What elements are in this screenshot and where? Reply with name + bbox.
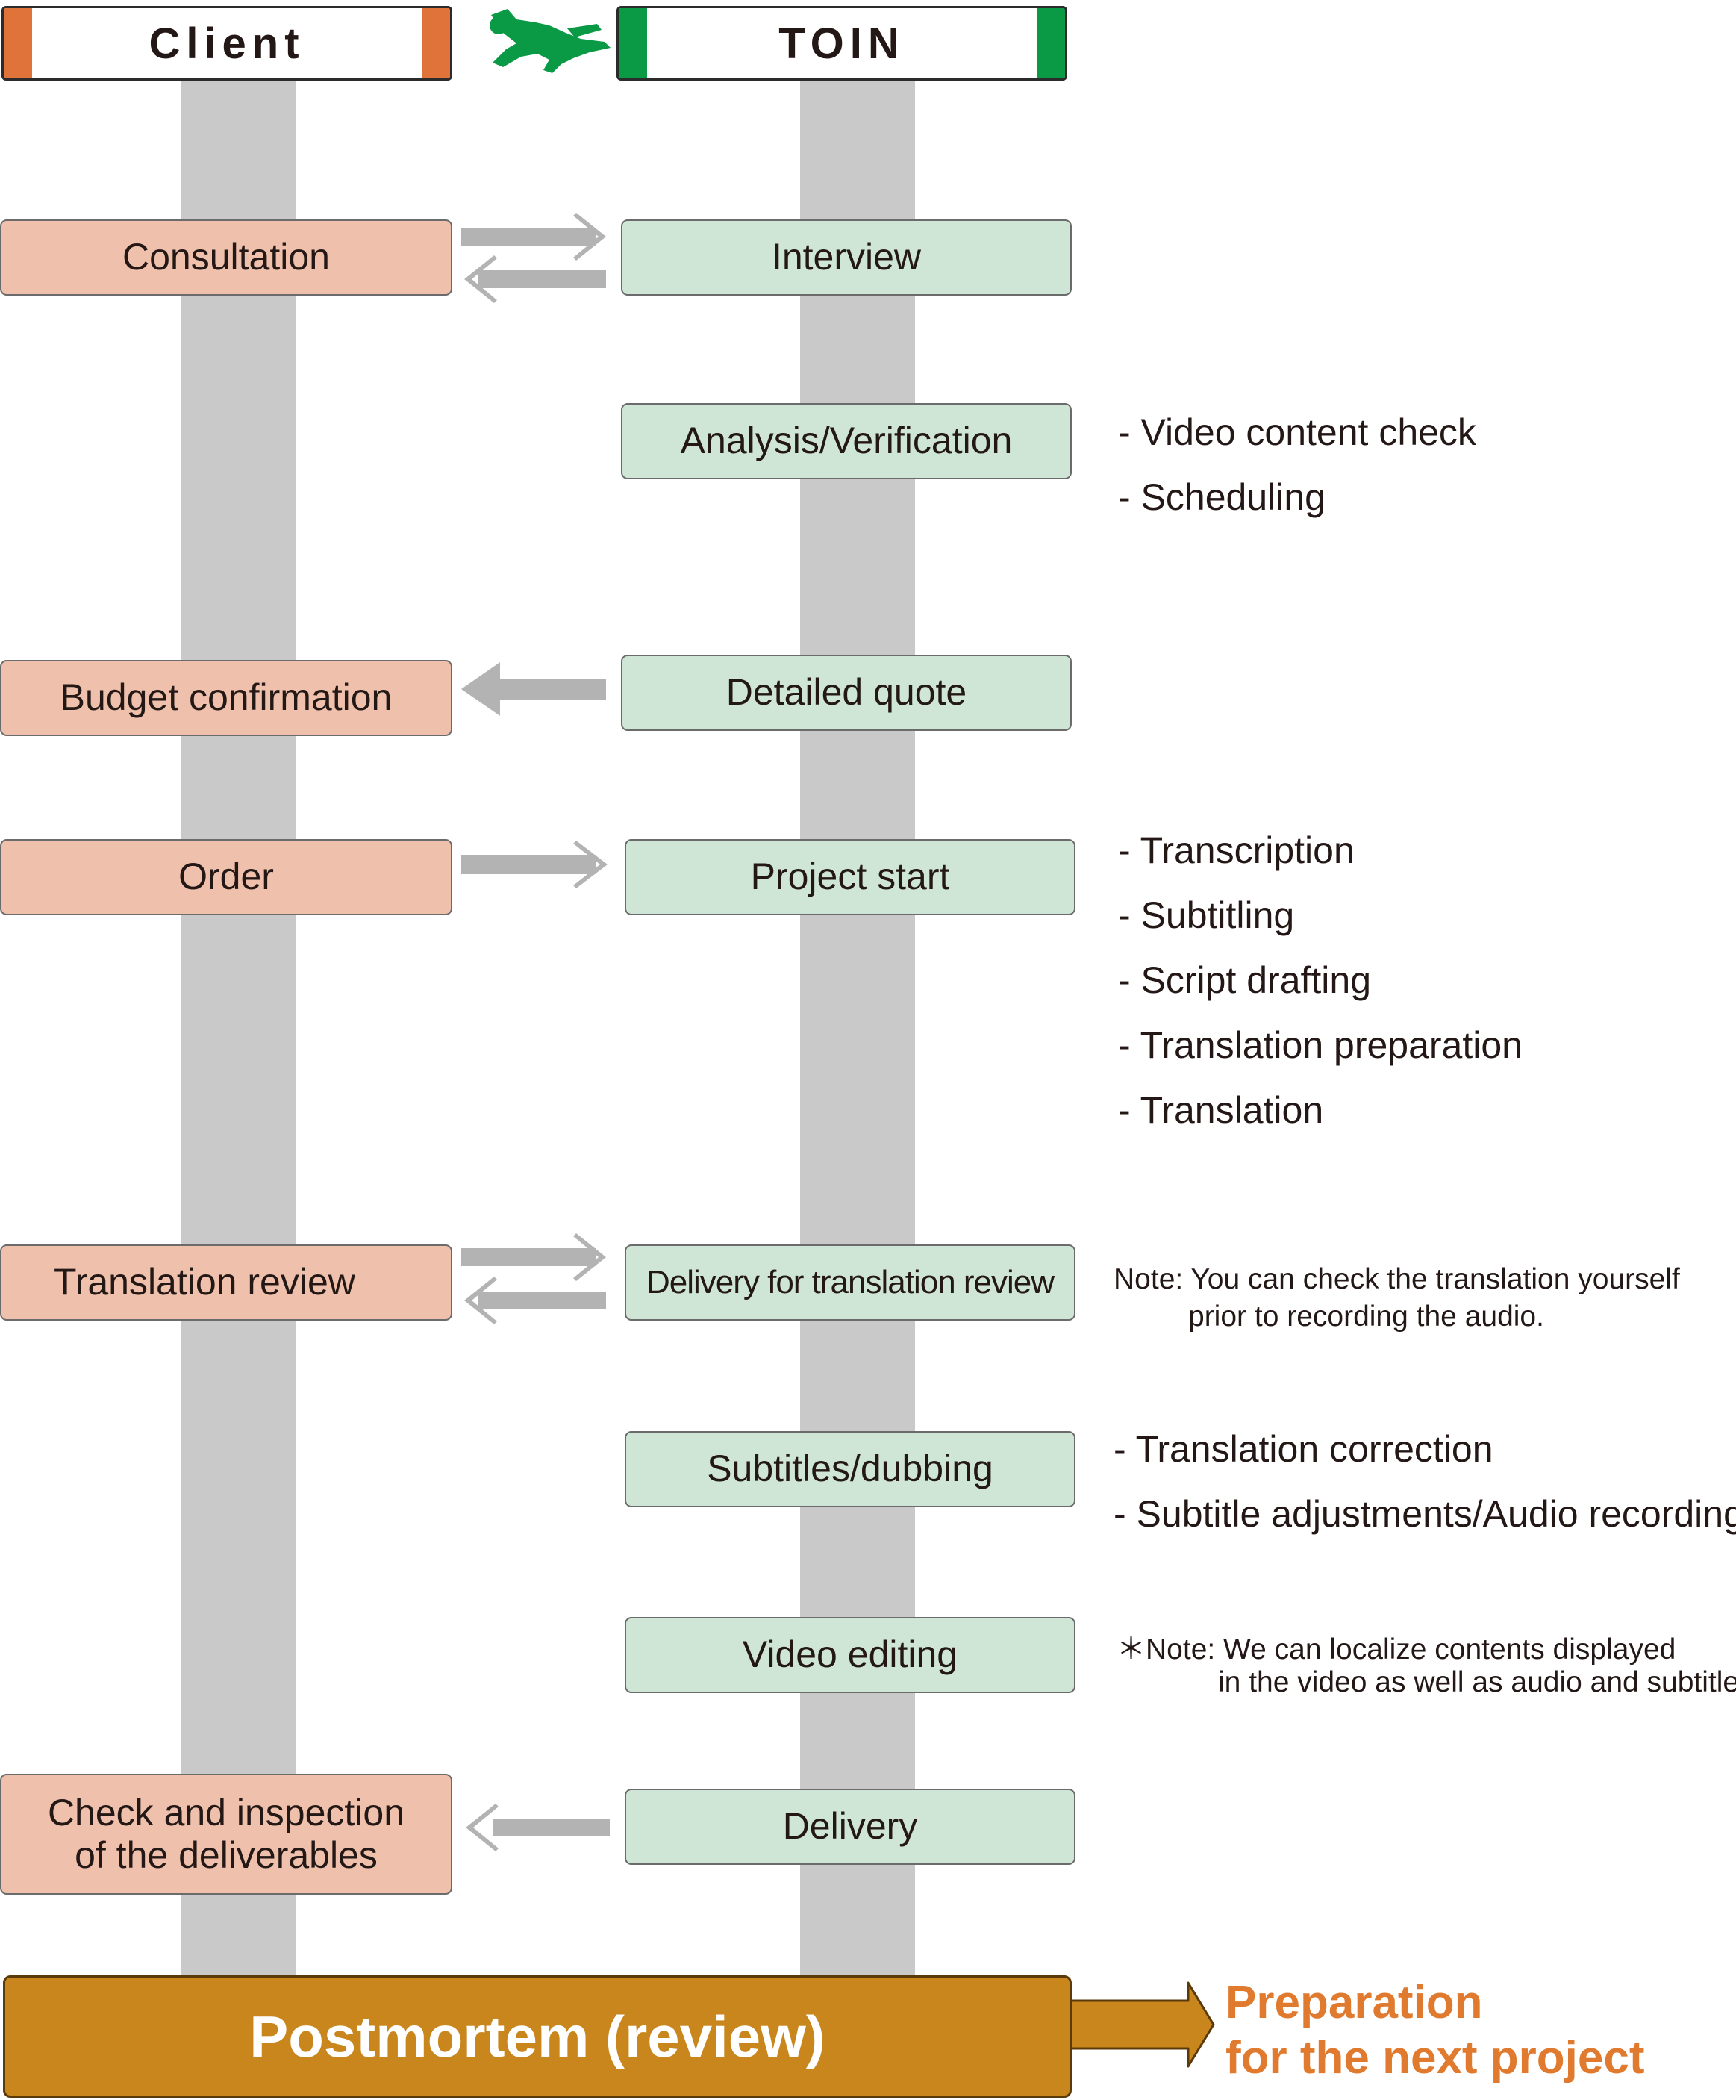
video-editing-step: Video editing: [625, 1617, 1075, 1693]
check-inspection-label-line2: of the deliverables: [75, 1834, 378, 1876]
postmortem-box: Postmortem (review): [3, 1975, 1072, 2098]
review-note: Note: You can check the translation your…: [1114, 1261, 1680, 1336]
consultation-label: Consultation: [122, 236, 330, 278]
interview-step: Interview: [621, 219, 1072, 296]
toin-header-label: TOIN: [778, 19, 905, 68]
toin-header: TOIN: [616, 6, 1067, 81]
consultation-step: Consultation: [0, 219, 452, 296]
budget-confirmation-label: Budget confirmation: [60, 676, 393, 719]
next-project-line1: Preparation: [1225, 1977, 1483, 2028]
client-header: Client: [1, 6, 452, 81]
project-start-step: Project start: [625, 839, 1075, 915]
check-inspection-step: Check and inspection of the deliverables: [0, 1774, 452, 1895]
order-step: Order: [0, 839, 452, 915]
project-start-note-item: - Translation preparation: [1118, 1024, 1523, 1066]
video-editing-note: ＊Note: We can localize contents displaye…: [1117, 1633, 1736, 1699]
detailed-quote-label: Detailed quote: [725, 671, 967, 714]
subtitles-note-item: - Translation correction: [1114, 1428, 1493, 1470]
delivery-for-review-label: Delivery for translation review: [646, 1263, 1055, 1300]
review-note-line1: Note: You can check the translation your…: [1114, 1263, 1680, 1295]
budget-confirmation-step: Budget confirmation: [0, 660, 452, 736]
project-start-label: Project start: [750, 856, 950, 898]
interview-label: Interview: [771, 236, 922, 278]
analysis-verification-step: Analysis/Verification: [621, 403, 1072, 479]
project-start-notes: - Transcription - Subtitling - Script dr…: [1118, 818, 1523, 1143]
delivery-label: Delivery: [782, 1805, 918, 1848]
analysis-verification-label: Analysis/Verification: [680, 420, 1013, 462]
subtitles-notes: - Translation correction - Subtitle adju…: [1114, 1417, 1736, 1547]
arrow-to-client-interview: [464, 255, 606, 303]
analysis-note-item: - Video content check: [1118, 411, 1476, 453]
review-note-line2: prior to recording the audio.: [1188, 1300, 1544, 1333]
client-header-label: Client: [149, 19, 305, 68]
subtitles-note-item: - Subtitle adjustments/Audio recording: [1114, 1493, 1736, 1535]
next-project-text: Preparation for the next project: [1225, 1975, 1645, 2086]
analysis-note-item: - Scheduling: [1118, 476, 1326, 518]
analysis-notes: - Video content check - Scheduling: [1118, 400, 1476, 530]
detailed-quote-step: Detailed quote: [621, 655, 1072, 731]
arrow-to-client-quote: [461, 662, 606, 716]
postmortem-label: Postmortem (review): [249, 2003, 825, 2069]
check-inspection-label-line1: Check and inspection: [47, 1791, 405, 1833]
running-figure-icon: [490, 9, 611, 73]
subtitles-dubbing-label: Subtitles/dubbing: [707, 1448, 993, 1490]
subtitles-dubbing-step: Subtitles/dubbing: [625, 1431, 1075, 1507]
project-start-note-item: - Script drafting: [1118, 959, 1372, 1001]
translation-review-label: Translation review: [54, 1261, 355, 1303]
arrow-to-toin-review: [461, 1233, 606, 1281]
video-editing-note-line1: ＊Note: We can localize contents displaye…: [1117, 1633, 1676, 1666]
client-lane: [181, 75, 296, 1978]
project-start-note-item: - Translation: [1118, 1089, 1324, 1131]
next-project-line2: for the next project: [1225, 2032, 1645, 2084]
arrow-to-next-project: [1066, 1981, 1215, 2068]
project-start-note-item: - Subtitling: [1118, 894, 1295, 936]
delivery-for-review-step: Delivery for translation review: [625, 1244, 1075, 1321]
video-editing-note-line2: in the video as well as audio and subtit…: [1218, 1666, 1736, 1698]
video-editing-label: Video editing: [742, 1633, 958, 1676]
order-label: Order: [178, 856, 274, 898]
project-start-note-item: - Transcription: [1118, 829, 1355, 871]
translation-review-step: Translation review: [0, 1244, 452, 1321]
delivery-step: Delivery: [625, 1789, 1075, 1865]
arrow-to-client-review: [464, 1277, 606, 1324]
arrow-to-toin-consultation: [461, 213, 606, 261]
arrow-to-client-delivery: [466, 1804, 610, 1851]
arrow-to-toin-order: [461, 841, 608, 888]
